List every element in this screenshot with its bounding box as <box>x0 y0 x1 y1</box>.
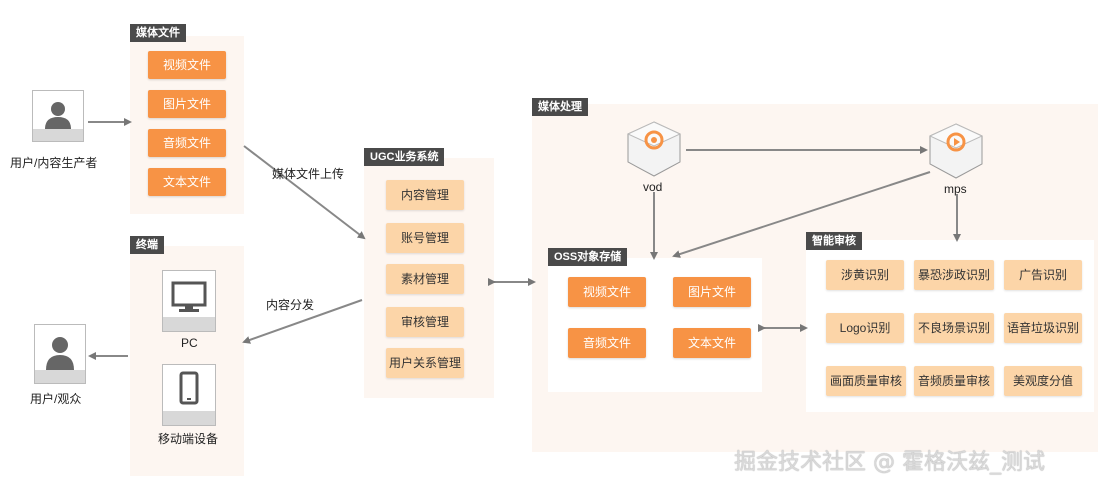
oss-video: 视频文件 <box>568 277 646 307</box>
oss-audio: 音频文件 <box>568 328 646 358</box>
pc-label: PC <box>181 336 198 350</box>
audit-logo: Logo识别 <box>826 313 904 343</box>
audit-ad: 广告识别 <box>1004 260 1082 290</box>
producer-avatar <box>32 90 84 142</box>
producer-label: 用户/内容生产者 <box>10 156 98 170</box>
mps-label: mps <box>944 182 967 196</box>
audit-aesthetic: 美观度分值 <box>1004 366 1082 396</box>
ugc-account-management: 账号管理 <box>386 223 464 253</box>
audit-bad-scene: 不良场景识别 <box>914 313 994 343</box>
pc-device <box>162 270 216 332</box>
viewer-label: 用户/观众 <box>30 392 82 406</box>
phone-icon <box>163 371 215 425</box>
monitor-icon <box>163 281 215 331</box>
edge-mps-oss <box>672 171 931 258</box>
media-processing-title: 媒体处理 <box>532 98 588 116</box>
edge-upload <box>243 145 366 240</box>
media-file-text: 文本文件 <box>148 168 226 196</box>
audit-porn: 涉黄识别 <box>826 260 904 290</box>
ugc-relation-management: 用户关系管理 <box>386 348 464 378</box>
oss-image: 图片文件 <box>673 277 751 307</box>
play-icon <box>946 132 966 152</box>
ugc-content-management: 内容管理 <box>386 180 464 210</box>
mobile-device <box>162 364 216 426</box>
mps-node <box>928 123 984 179</box>
mobile-label: 移动端设备 <box>158 432 219 446</box>
media-file-image: 图片文件 <box>148 90 226 118</box>
oss-title: OSS对象存储 <box>548 248 628 266</box>
vod-node <box>626 121 682 177</box>
upload-edge-label: 媒体文件上传 <box>272 167 345 181</box>
viewer-avatar <box>34 324 86 384</box>
audit-title: 智能审核 <box>806 232 862 250</box>
media-file-video: 视频文件 <box>148 51 226 79</box>
ugc-review-management: 审核管理 <box>386 307 464 337</box>
edge-distribute <box>242 299 363 344</box>
audit-terror: 暴恐涉政识别 <box>914 260 994 290</box>
cloud-icon <box>644 130 664 150</box>
oss-text: 文本文件 <box>673 328 751 358</box>
media-files-title: 媒体文件 <box>130 24 186 42</box>
user-icon <box>33 102 83 141</box>
ugc-asset-management: 素材管理 <box>386 264 464 294</box>
watermark-text: 掘金技术社区 @ 霍格沃兹_测试 <box>734 450 1045 475</box>
distribute-edge-label: 内容分发 <box>266 298 315 312</box>
terminal-title: 终端 <box>130 236 164 254</box>
vod-label: vod <box>643 180 663 194</box>
user-icon <box>35 337 85 383</box>
audit-audio-quality: 音频质量审核 <box>914 366 994 396</box>
audit-voice-spam: 语音垃圾识别 <box>1004 313 1082 343</box>
ugc-title: UGC业务系统 <box>364 148 445 166</box>
audit-image-quality: 画面质量审核 <box>826 366 906 396</box>
media-file-audio: 音频文件 <box>148 129 226 157</box>
